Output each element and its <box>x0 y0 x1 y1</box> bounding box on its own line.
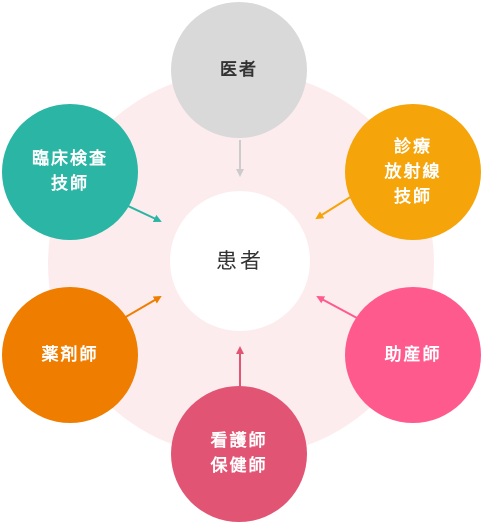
arrow-radio <box>315 195 353 220</box>
patient-label: 患者 <box>216 248 264 273</box>
nurse-node: 看護師 保健師 <box>171 386 307 522</box>
doctor-node: 医者 <box>171 2 307 138</box>
midwife-node: 助産師 <box>345 287 481 423</box>
nurse-label-line-1: 看護師 <box>210 431 268 451</box>
lab-label-line-2: 技師 <box>51 174 89 194</box>
arrow-midwife <box>316 296 358 319</box>
pharmacist-label: 薬剤師 <box>41 344 99 365</box>
radiology-label-line-3: 技師 <box>394 186 432 207</box>
doctor-label: 医者 <box>220 59 258 80</box>
lab-label-line-1: 臨床検査 <box>32 149 108 169</box>
radiology-label-line-2: 放射線 <box>384 161 442 182</box>
radiology-technician-node: 診療 放射線 技師 <box>345 104 481 240</box>
arrow-lab <box>125 204 162 223</box>
patient-node: 患者 <box>170 191 310 331</box>
radiology-label-line-1: 診療 <box>394 136 432 157</box>
lab-technician-node: 臨床検査 技師 <box>2 104 138 240</box>
pharmacist-node: 薬剤師 <box>2 287 138 423</box>
nurse-label-line-2: 保健師 <box>210 456 268 476</box>
midwife-label: 助産師 <box>384 344 442 365</box>
arrow-pharm <box>123 295 162 319</box>
